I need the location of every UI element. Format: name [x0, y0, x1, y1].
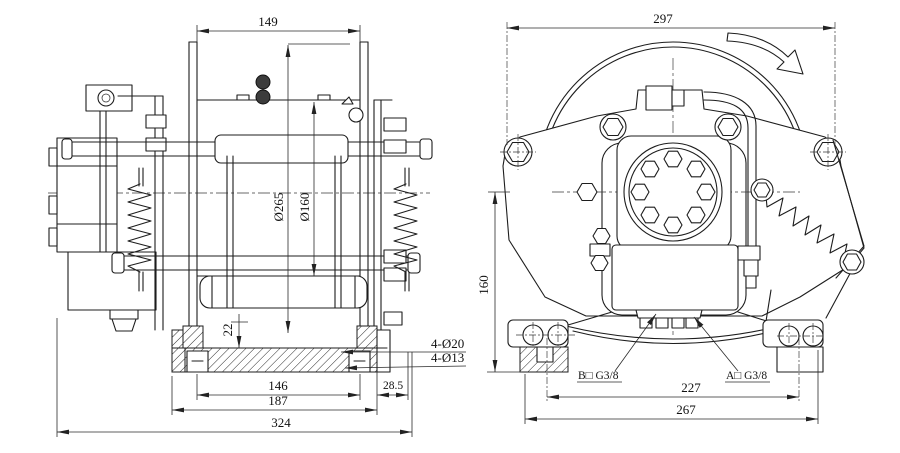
front-view-dimensions: 149 Ø265 Ø160 22 146 28.5 187: [56, 14, 467, 437]
left-fitting-bolt: [592, 227, 611, 245]
drum-bottom-arc-inner: [572, 330, 775, 344]
side-view-dimensions: 297 160 227 267 B□ G3/8 A□ G3/8: [476, 11, 836, 424]
clevis-pin: [97, 89, 115, 107]
dim-146: 146: [268, 378, 288, 393]
flange-foot-left: [182, 325, 204, 349]
pedestal-right: [376, 329, 391, 373]
flange-bolt: [663, 216, 683, 234]
frame-plate-left: [117, 95, 167, 331]
base-bolt: [383, 311, 403, 326]
wire-rope-section: [255, 74, 271, 90]
flange-bolt: [663, 150, 683, 168]
side-view: 297 160 227 267 B□ G3/8 A□ G3/8: [476, 11, 865, 424]
label-4-d20: 4-Ø20: [431, 336, 464, 351]
motor-port-boss: [48, 227, 58, 247]
frame-plate-right: [373, 99, 407, 331]
dim-28-5: 28.5: [383, 380, 403, 392]
bracket-nut: [111, 318, 137, 332]
brake-spring-lever: [750, 139, 865, 341]
dim-160-height: 160: [476, 275, 491, 295]
port-manifold: [635, 309, 703, 319]
front-view: 149 Ø265 Ø160 22 146 28.5 187: [48, 14, 467, 437]
dim-227: 227: [681, 380, 701, 395]
side-bolt-left: [576, 182, 598, 202]
coil-spring: [765, 195, 855, 263]
flange-bolt: [686, 160, 706, 178]
foot-left: [507, 319, 575, 373]
flange-bolt: [640, 206, 660, 224]
port-b: [639, 317, 653, 329]
dim-149: 149: [258, 14, 278, 29]
label-port-a: A□ G3/8: [726, 370, 767, 382]
dim-22: 22: [220, 324, 235, 337]
upper-bolt-left: [602, 117, 624, 137]
hex-nut: [383, 139, 407, 154]
drum-bottom-arc: [565, 325, 781, 340]
hex-nut: [383, 249, 407, 264]
flange-bolt: [696, 183, 716, 201]
left-fitting-bolt: [590, 254, 609, 272]
dim-297: 297: [653, 11, 673, 26]
motor-port-boss: [48, 147, 58, 167]
dim-267: 267: [676, 402, 696, 417]
hex-nut: [145, 137, 167, 152]
brake-spring-right: [393, 167, 418, 292]
hydraulic-motor: [48, 84, 157, 332]
rotation-arrow: [726, 32, 804, 75]
dim-324: 324: [271, 415, 291, 430]
rope-anchor: [348, 107, 364, 123]
motor-mount: [616, 135, 732, 251]
dim-160-dia: Ø160: [297, 193, 312, 222]
hex-nut: [145, 114, 167, 129]
foot-slot: [536, 346, 554, 363]
flange-bolt: [640, 160, 660, 178]
label-port-b: B□ G3/8: [578, 370, 619, 382]
label-4-d13: 4-Ø13: [431, 350, 464, 365]
flange-foot-right: [356, 325, 378, 349]
elbow-fitting: [737, 245, 761, 261]
hex-nut: [383, 267, 407, 282]
wire-rope-section: [255, 89, 271, 105]
motor-port-boss: [48, 195, 58, 215]
dim-265: Ø265: [271, 193, 286, 222]
flange-bolt: [630, 183, 650, 201]
valve-block: [589, 227, 761, 329]
flange-bolt: [686, 206, 706, 224]
plate-bolts: [500, 113, 846, 202]
roller: [199, 275, 368, 309]
foot-right: [762, 319, 825, 373]
hex-nut: [383, 117, 407, 132]
spacer-cylinder: [214, 134, 349, 164]
brake-spring-left: [127, 167, 152, 292]
upper-bolt-right: [717, 117, 739, 137]
dim-187: 187: [268, 393, 288, 408]
